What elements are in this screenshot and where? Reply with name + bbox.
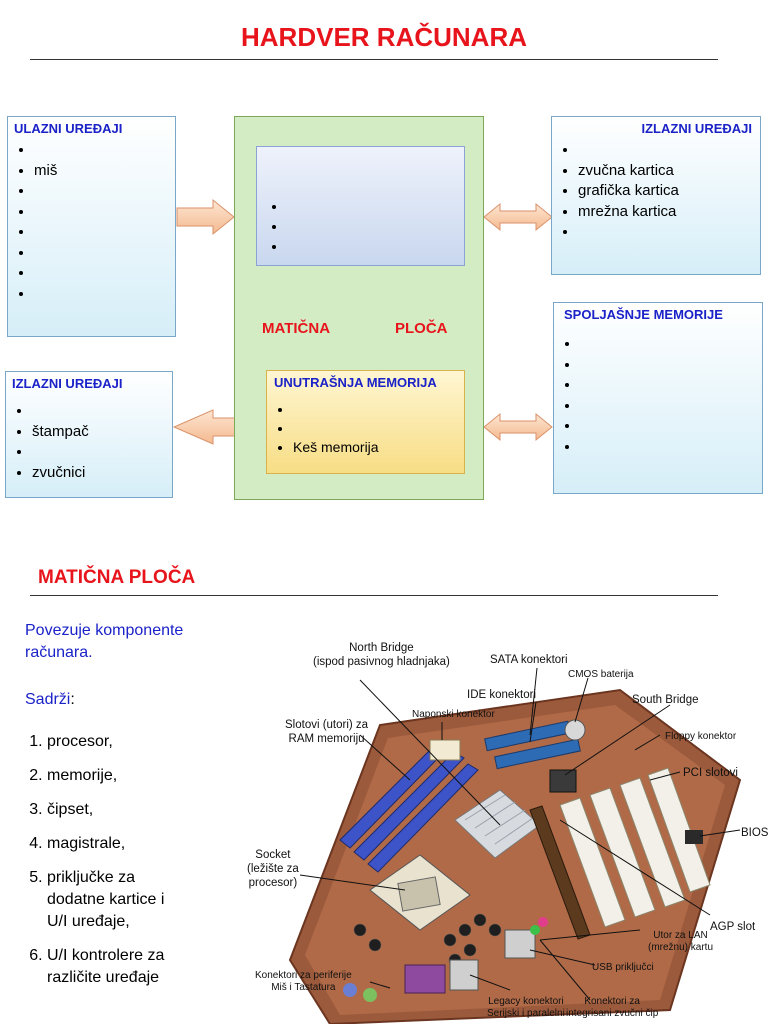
list-item (34, 181, 175, 202)
label-bios: BIOS (741, 827, 768, 839)
contains-colon: : (70, 691, 75, 708)
label-agp: AGP slot (710, 921, 756, 933)
list-item: miš (34, 161, 175, 182)
output-devices-right-title: IZLAZNI UREĐAJI (641, 121, 753, 136)
section-title: MATIČNA PLOČA (38, 567, 196, 588)
contains-heading: Sadrži: (25, 689, 75, 711)
label-sata: SATA konektori (490, 654, 568, 666)
label-south-bridge: South Bridge (632, 694, 699, 706)
list-item (287, 237, 464, 257)
list-item (293, 419, 464, 438)
list-item (287, 197, 464, 217)
label-floppy: Floppy konektor (665, 731, 737, 742)
list-item: magistrale, (47, 833, 240, 855)
list-item (34, 202, 175, 223)
label-sound: Konektori za integrisani zvučni čip (566, 996, 659, 1019)
output-devices-left-list: štampač zvučnici (6, 401, 172, 483)
input-devices-list: miš (8, 140, 175, 304)
list-item: zvučna kartica (578, 161, 760, 182)
list-item (580, 375, 762, 396)
external-memory-title: SPOLJAŠNJE MEMORIJE (564, 307, 723, 322)
output-devices-right-list: zvučna kartica grafička kartica mrežna k… (552, 140, 760, 243)
list-item: čipset, (47, 799, 240, 821)
label-periphery: Konektori za periferije Miš i Tastatura (255, 970, 352, 993)
arrow-board-output-right (483, 202, 553, 232)
list-item (32, 442, 172, 463)
list-item: mrežna kartica (578, 202, 760, 223)
list-item (578, 140, 760, 161)
list-item: memorije, (47, 765, 240, 787)
output-devices-left-title: IZLAZNI UREĐAJI (12, 376, 123, 391)
arrow-input-to-board (176, 198, 235, 236)
input-devices-box: ULAZNI UREĐAJI miš (7, 116, 176, 337)
internal-memory-title: UNUTRAŠNJA MEMORIJA (274, 375, 437, 390)
label-lan: Utor za LAN (mrežnu) kartu (648, 930, 714, 953)
page-title: HARDVER RAČUNARA (241, 22, 527, 52)
label-ram-slots: Slotovi (utori) za RAM memoriju (285, 719, 369, 745)
list-item (580, 334, 762, 355)
list-item: procesor, (47, 731, 240, 753)
internal-memory-list: Keš memorija (267, 400, 464, 457)
label-socket: Socket (ležište za procesor) (247, 849, 299, 889)
label-power: Naponski konektor (412, 709, 495, 720)
cpu-list (257, 197, 464, 257)
list-item (580, 437, 762, 458)
list-item: grafička kartica (578, 181, 760, 202)
section-description: Povezuje komponente računara. (25, 622, 184, 661)
list-item (34, 263, 175, 284)
arrow-board-to-output-left (172, 409, 236, 445)
list-item (580, 396, 762, 417)
motherboard-label-left: MATIČNA (262, 320, 331, 337)
list-item (34, 222, 175, 243)
output-devices-right-box: IZLAZNI UREĐAJI zvučna kartica grafička … (551, 116, 761, 275)
list-item: U/I kontrolere za različite uređaje (47, 945, 207, 989)
label-pci: PCI slotovi (683, 767, 738, 779)
label-ide: IDE konektori (467, 689, 537, 701)
contains-label: Sadrži (25, 691, 71, 708)
arrow-board-external-memory (483, 412, 553, 442)
section-divider (30, 595, 718, 596)
label-usb: USB priključci (592, 962, 654, 973)
title-divider (30, 59, 718, 60)
label-north-bridge: North Bridge (ispod pasivnog hladnjaka) (313, 642, 450, 668)
list-item (34, 284, 175, 305)
list-item (32, 401, 172, 422)
label-legacy: Legacy konektori Serijski i paralelni (487, 996, 565, 1019)
list-item: Keš memorija (293, 438, 464, 457)
list-item (34, 140, 175, 161)
motherboard-illustration (288, 667, 742, 1024)
output-devices-left-box: IZLAZNI UREĐAJI štampač zvučnici (5, 371, 173, 498)
list-item: zvučnici (32, 463, 172, 484)
external-memory-box: SPOLJAŠNJE MEMORIJE (553, 302, 763, 494)
list-item: štampač (32, 422, 172, 443)
cpu-box (256, 146, 465, 266)
list-item (578, 222, 760, 243)
label-cmos: CMOS baterija (568, 669, 634, 680)
external-memory-list (554, 334, 762, 457)
motherboard-label-right: PLOČA (395, 320, 448, 337)
diagram-arrows (172, 198, 553, 445)
list-item (287, 217, 464, 237)
list-item: priključke za dodatne kartice i U/I uređ… (47, 867, 187, 933)
list-item (580, 355, 762, 376)
contains-list-wrap: procesor, memorije, čipset, magistrale, … (0, 731, 240, 1001)
input-devices-title: ULAZNI UREĐAJI (14, 121, 123, 136)
contains-list: procesor, memorije, čipset, magistrale, … (0, 731, 240, 989)
internal-memory-box: UNUTRAŠNJA MEMORIJA Keš memorija (266, 370, 465, 474)
list-item (34, 243, 175, 264)
list-item (293, 400, 464, 419)
list-item (580, 416, 762, 437)
